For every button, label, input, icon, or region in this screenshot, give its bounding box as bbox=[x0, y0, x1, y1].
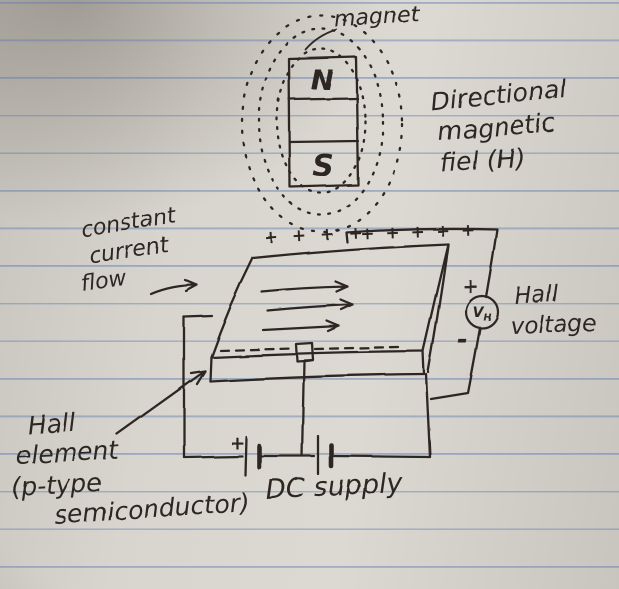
positive-charge-row-left: + + + + bbox=[263, 223, 367, 248]
voltmeter-symbol: VH bbox=[473, 305, 492, 324]
magnet-label-leader bbox=[305, 29, 338, 51]
slab-front-right-vertical bbox=[421, 349, 426, 376]
field-line-outer bbox=[240, 14, 404, 234]
wire-bottom-right bbox=[329, 454, 432, 459]
battery-plus-terminal: + bbox=[229, 432, 245, 454]
wire-meter-to-junction bbox=[429, 326, 482, 401]
slab-top-front-edge bbox=[209, 349, 425, 359]
negative-charge-dashes-left bbox=[218, 346, 295, 352]
slab-top-back-edge bbox=[251, 242, 450, 260]
current-arrow-2 bbox=[266, 298, 355, 313]
voltmeter-plus-terminal: + bbox=[462, 274, 479, 298]
wire-right-vertical bbox=[424, 372, 432, 459]
constant-current-arrow bbox=[149, 278, 199, 296]
negative-charge-dashes-right bbox=[313, 345, 400, 351]
voltmeter-minus-terminal: - bbox=[457, 325, 468, 355]
hall-voltage-label-line2: voltage bbox=[510, 311, 597, 340]
hall-element-label-line1: Hall bbox=[26, 408, 76, 440]
slab-front-bottom-edge bbox=[208, 372, 426, 383]
current-arrow-1 bbox=[260, 280, 350, 294]
dc-supply-label: DC supply bbox=[265, 468, 405, 506]
voltmeter-symbol-subscript: H bbox=[483, 313, 491, 324]
constant-current-label-line3: flow bbox=[79, 266, 129, 297]
battery-cell1-positive-plate bbox=[243, 435, 248, 477]
voltmeter-symbol-main: V bbox=[473, 305, 485, 321]
hall-element-arrow bbox=[115, 369, 207, 436]
slab-front-left-vertical bbox=[208, 355, 213, 383]
wire-bottom-left bbox=[182, 454, 244, 459]
slab-top-left-edge bbox=[209, 256, 255, 359]
magnet-south-pole-label: S bbox=[312, 149, 334, 184]
field-line-middle bbox=[257, 27, 385, 217]
hall-element-label-line2: element bbox=[15, 436, 121, 470]
field-line-inner bbox=[275, 47, 367, 195]
positive-charge-row-right: + + + + + bbox=[359, 220, 477, 244]
wire-left-horizontal bbox=[182, 314, 214, 319]
magnet-divider-bottom bbox=[288, 139, 360, 144]
hall-element-label-line3: (p-type bbox=[11, 468, 103, 502]
magnet-label: magnet bbox=[334, 2, 422, 33]
wire-top-to-meter bbox=[344, 227, 499, 299]
magnet-divider-top bbox=[287, 96, 359, 101]
magnet-outline bbox=[287, 55, 360, 189]
contact-square bbox=[294, 341, 315, 363]
slab-right-side-edge bbox=[426, 243, 450, 374]
magnet-north-pole-label: N bbox=[311, 65, 334, 96]
directional-field-label-line3: fiel (H) bbox=[439, 143, 526, 178]
slab-top-right-edge bbox=[421, 242, 450, 353]
contact-wire bbox=[300, 359, 306, 458]
hall-voltage-label-line1: Hall bbox=[514, 282, 560, 310]
current-arrow-3 bbox=[261, 319, 341, 333]
hall-voltmeter-circle bbox=[464, 294, 500, 330]
